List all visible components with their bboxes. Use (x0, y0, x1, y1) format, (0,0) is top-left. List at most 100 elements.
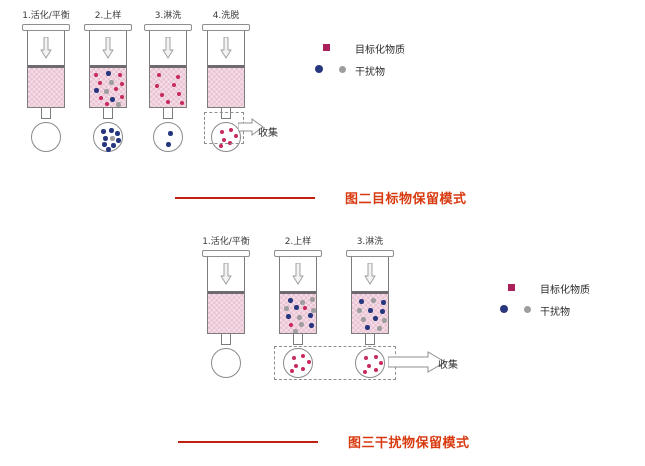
target-particle (301, 367, 305, 371)
cartridge-tip (221, 108, 231, 119)
target-particle (229, 128, 233, 132)
collect-label: 收集 (438, 360, 458, 371)
caption-text: 图三干扰物保留模式 (348, 436, 470, 451)
spe-cartridge (202, 24, 250, 152)
interferent-gray-swatch-icon (524, 306, 531, 313)
target-particle (290, 369, 294, 373)
step-label: 1.活化/平衡 (202, 237, 250, 247)
caption-rule (175, 196, 315, 199)
cartridge-tip (221, 334, 231, 345)
flow-down-arrow-icon (220, 263, 232, 285)
target-particle (177, 92, 181, 96)
cartridge-cap (202, 250, 250, 257)
cartridge-frit (207, 65, 245, 68)
collect-arrow-icon (388, 351, 446, 373)
interferent-particle-blue (111, 143, 116, 148)
interferent-particle-blue (94, 88, 99, 93)
interferent-particle-blue (288, 298, 293, 303)
step-label: 1.活化/平衡 (22, 11, 70, 21)
figure-target-retention: 1.活化/平衡 2.上样 (0, 0, 405, 160)
interferent-particle-blue (286, 314, 291, 319)
target-particle (303, 306, 307, 310)
target-particle (118, 73, 122, 77)
target-particle (220, 130, 224, 134)
interferent-particle-gray (116, 102, 121, 107)
interferent-blue-swatch-icon (500, 305, 508, 313)
caption-text: 图二目标物保留模式 (345, 192, 467, 207)
target-particle (98, 81, 102, 85)
target-particle (176, 75, 180, 79)
interferent-particle-gray (104, 89, 109, 94)
caption-rule (178, 440, 318, 443)
spe-cartridge (84, 24, 132, 152)
cartridge-barrel (27, 31, 65, 65)
cartridge-barrel (207, 257, 245, 291)
target-particle (222, 138, 226, 142)
eluate-capture-box (274, 346, 396, 380)
flow-down-arrow-icon (292, 263, 304, 285)
step-label: 3.淋洗 (154, 11, 182, 21)
cartridge-cap (274, 250, 322, 257)
interferent-particle-blue (365, 325, 370, 330)
interferent-particle-blue (380, 309, 385, 314)
interferent-particle-blue (359, 299, 364, 304)
collection-vessel (211, 348, 241, 378)
cartridge-barrel (207, 31, 245, 65)
interferent-particle-gray (297, 315, 302, 320)
interferent-particle-gray (361, 317, 366, 322)
target-particle (160, 93, 164, 97)
interferent-particle-blue (373, 316, 378, 321)
target-particle (94, 73, 98, 77)
target-particle (292, 356, 296, 360)
interferent-particle-gray (110, 136, 115, 141)
flow-down-arrow-icon (220, 37, 232, 59)
cartridge-frit (149, 65, 187, 68)
caption-figure-two: 图二目标物保留模式 (175, 188, 467, 207)
interferent-particle-blue (106, 147, 111, 152)
collection-vessel (283, 348, 313, 378)
interferent-particle-blue (109, 128, 114, 133)
step-label: 3.淋洗 (356, 237, 384, 247)
collect-label: 收集 (258, 128, 278, 139)
legend-label: 干扰物 (355, 67, 385, 78)
interferent-particle-blue (115, 131, 120, 136)
collection-vessel (93, 122, 123, 152)
collection-vessel (355, 348, 385, 378)
flow-down-arrow-icon (40, 37, 52, 59)
spe-cartridge (346, 250, 394, 378)
caption-figure-three: 图三干扰物保留模式 (178, 432, 470, 451)
interferent-particle-gray (377, 326, 382, 331)
spe-cartridge (274, 250, 322, 378)
cartridge-cap (346, 250, 394, 257)
target-swatch-icon (508, 284, 515, 291)
interferent-particle-blue (116, 138, 121, 143)
figure-interferent-retention: 1.活化/平衡 2.上样 (190, 228, 645, 398)
step-label: 2.上样 (284, 237, 312, 247)
target-particle (172, 83, 176, 87)
interferent-particle-blue (308, 313, 313, 318)
legend-label: 干扰物 (540, 307, 570, 318)
step-label: 4.洗脱 (212, 11, 240, 21)
cartridge-cap (22, 24, 70, 31)
interferent-particle-blue (368, 308, 373, 313)
interferent-particle-gray (382, 318, 387, 323)
interferent-particle-blue (103, 136, 108, 141)
step-label: 2.上样 (94, 11, 122, 21)
collect-arrow-icon (238, 118, 264, 136)
interferent-particle-blue (294, 305, 299, 310)
target-particle (301, 354, 305, 358)
flow-down-arrow-icon (102, 37, 114, 59)
target-particle (180, 101, 184, 105)
cartridge-cap (144, 24, 192, 31)
collection-vessel (153, 122, 183, 152)
target-particle (364, 356, 368, 360)
target-particle (367, 364, 371, 368)
target-particle (234, 134, 238, 138)
cartridge-tip (365, 334, 375, 345)
legend-label: 目标化物质 (540, 285, 590, 296)
target-particle (294, 364, 298, 368)
cartridge-cap (84, 24, 132, 31)
sorbent-bed (149, 68, 187, 108)
target-particle (166, 100, 170, 104)
cartridge-barrel (279, 257, 317, 291)
